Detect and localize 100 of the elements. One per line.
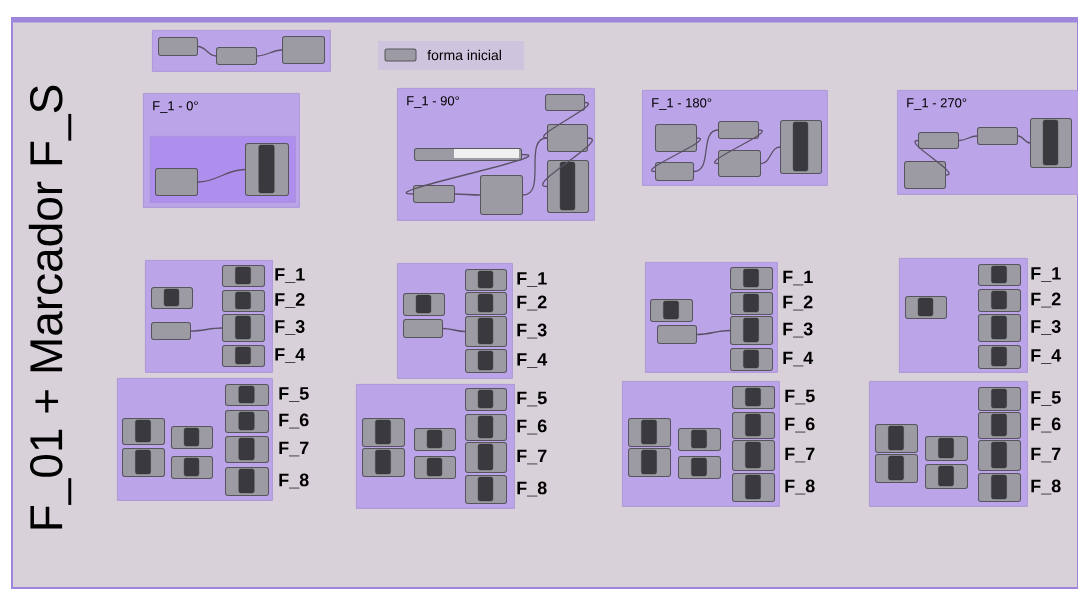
side-label: F_8 — [517, 481, 547, 497]
wire — [542, 137, 593, 188]
panel-component — [905, 296, 947, 319]
wire — [1017, 135, 1031, 144]
wire — [714, 129, 763, 165]
panel-component — [122, 418, 165, 445]
side-label: F_7 — [279, 441, 309, 457]
panel-component — [222, 290, 265, 312]
panel-component — [171, 426, 213, 449]
panel-component — [465, 292, 507, 315]
component-box — [904, 161, 946, 189]
panel-component — [245, 143, 289, 196]
panel-component — [730, 316, 773, 345]
component-box — [413, 185, 455, 203]
wire — [693, 129, 719, 173]
panel-component — [650, 299, 693, 322]
panel-component — [362, 448, 405, 477]
side-label: F_8 — [785, 479, 815, 495]
side-label: F_3 — [517, 323, 547, 339]
wire — [454, 193, 481, 196]
panel-component — [465, 414, 507, 441]
legend-label: forma inicial — [427, 49, 501, 61]
panel-component — [678, 428, 721, 451]
panel-component — [978, 314, 1021, 342]
component-box — [151, 322, 191, 340]
panel-component — [225, 436, 269, 463]
wire — [651, 137, 701, 173]
wire — [442, 327, 466, 333]
panel-component — [730, 292, 773, 315]
side-label: F_5 — [279, 387, 309, 402]
panel-component — [122, 448, 165, 477]
component-box — [282, 36, 325, 64]
panel-component — [678, 456, 721, 479]
side-label: F_5 — [785, 389, 815, 405]
side-label: F_7 — [785, 447, 815, 463]
side-label: F_7 — [517, 449, 547, 465]
component-box — [977, 127, 1018, 145]
panel-component — [875, 454, 918, 483]
side-label: F_5 — [517, 391, 547, 407]
panel-component — [362, 418, 405, 447]
panel-component — [222, 345, 265, 367]
panel-component — [465, 269, 507, 291]
panel-component — [730, 267, 773, 290]
side-label: F_3 — [783, 322, 813, 338]
panel-component — [628, 448, 671, 477]
side-label: F_6 — [517, 419, 547, 435]
component-box — [655, 162, 694, 181]
side-label: F_4 — [1031, 349, 1062, 364]
wire — [958, 135, 978, 142]
side-label: F_1 — [1031, 267, 1061, 282]
panel-component — [978, 440, 1021, 471]
side-label: F_4 — [517, 353, 548, 368]
side-label: F_2 — [1031, 292, 1061, 308]
panel-component — [628, 418, 671, 447]
side-label: F_6 — [785, 417, 815, 433]
panel-component — [171, 456, 213, 479]
component-box — [216, 47, 257, 65]
panel-component — [222, 314, 265, 342]
side-label: F_4 — [275, 348, 306, 363]
panel-component — [978, 289, 1021, 312]
side-label: F_3 — [1031, 320, 1061, 335]
slider — [414, 148, 522, 161]
side-label: F_3 — [275, 320, 305, 335]
wire — [760, 146, 781, 165]
panel-component — [1030, 118, 1072, 168]
wire — [197, 45, 217, 57]
wire — [522, 137, 548, 196]
panel-component — [732, 440, 775, 471]
side-label: F_1 — [517, 272, 547, 287]
component-box — [718, 150, 761, 177]
wire — [256, 49, 283, 57]
wire — [405, 153, 530, 195]
component-box — [718, 121, 759, 139]
panel-component — [547, 160, 589, 213]
wire — [190, 327, 223, 332]
side-label: F_6 — [1031, 417, 1061, 433]
panel-component — [151, 287, 193, 309]
panel-component — [978, 387, 1021, 411]
component-box — [657, 325, 697, 344]
title: F_01 + Marcador F_S — [28, 85, 72, 529]
panel-component — [465, 388, 507, 411]
panel-component — [978, 412, 1021, 439]
wire — [197, 168, 246, 183]
panel-component — [403, 293, 445, 316]
panel-component — [414, 428, 456, 451]
component-box — [158, 37, 198, 56]
panel-component — [978, 473, 1021, 502]
component-box — [918, 132, 959, 149]
panel-component — [875, 424, 918, 453]
side-label: F_1 — [783, 270, 813, 286]
component-box — [155, 168, 198, 196]
component-box — [480, 175, 523, 215]
panel-component — [222, 265, 265, 287]
side-label: F_6 — [279, 413, 309, 429]
panel-component — [925, 464, 968, 489]
component-box — [403, 319, 443, 338]
panel-component — [465, 442, 507, 473]
panel-component — [465, 475, 507, 504]
component-box — [655, 124, 697, 152]
component-box — [547, 124, 588, 152]
